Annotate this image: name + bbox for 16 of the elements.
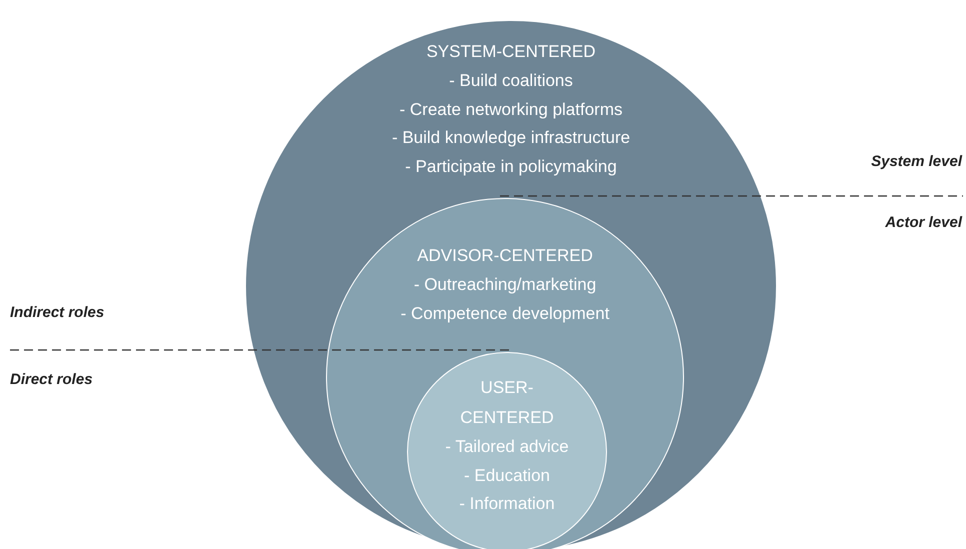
level-label: Indirect roles [10, 303, 104, 323]
list-item: - Build coalitions [449, 70, 573, 92]
circle-heading: SYSTEM-CENTERED [426, 41, 596, 63]
list-item: - Build knowledge infrastructure [392, 127, 630, 149]
level-label: System level [871, 152, 962, 172]
level-label: Actor level [885, 213, 962, 233]
list-item: - Tailored advice [445, 436, 569, 458]
list-item: - Participate in policymaking [405, 156, 617, 178]
list-item: - Competence development [400, 302, 610, 324]
level-label: Direct roles [10, 370, 93, 390]
circle-heading: USER-CENTERED [459, 377, 555, 429]
list-item: - Outreaching/marketing [414, 274, 596, 296]
circle-heading: ADVISOR-CENTERED [417, 245, 593, 267]
list-item: - Information [459, 493, 555, 515]
list-item: - Education [464, 464, 550, 486]
list-item: - Create networking platforms [400, 98, 622, 120]
